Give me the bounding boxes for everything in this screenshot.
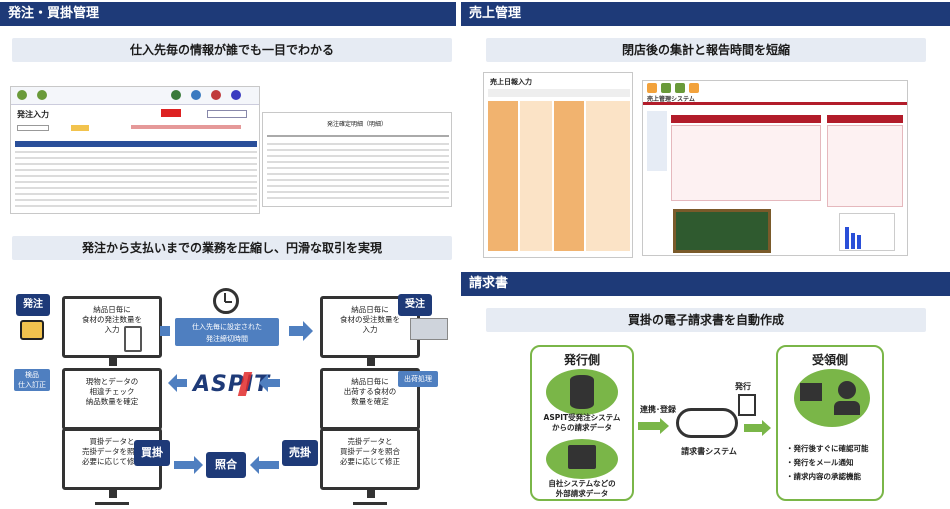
issuer-box: 発行側 ASPIT受発注システム からの請求データ 自社システムなどの 外部請求… bbox=[530, 345, 634, 501]
subheading-supplier-info: 仕入先毎の情報が誰でも一目でわかる bbox=[12, 38, 452, 62]
restaurant-icon bbox=[20, 320, 44, 340]
order-detail-title: 発注確定明細（明細） bbox=[326, 121, 387, 128]
monitor-order-input: 納品日毎に 食材の発注数量を 入力 bbox=[62, 296, 162, 366]
cutoff-time-box: 仕入先毎に設定された 発注締切時間 bbox=[175, 318, 279, 346]
issuer-server-caption: 自社システムなどの 外部請求データ bbox=[548, 479, 616, 498]
subheading-workflow: 発注から支払いまでの業務を圧縮し、円滑な取引を実現 bbox=[12, 236, 452, 260]
invoice-system-label: 請求書システム bbox=[681, 447, 737, 456]
factory-icon bbox=[410, 318, 448, 340]
section-header-ordering: 発注・買掛管理 bbox=[0, 2, 456, 26]
order-entry-title: 発注入力 bbox=[17, 110, 49, 119]
receive-badge: 受注 bbox=[398, 294, 432, 316]
menu-icon bbox=[37, 90, 47, 100]
sales-system-screenshot: 売上管理システム bbox=[642, 80, 908, 256]
receiver-title: 受領側 bbox=[811, 353, 848, 367]
database-icon bbox=[570, 375, 594, 409]
receiver-bullet-3: ・請求内容の承認機能 bbox=[786, 472, 861, 481]
receiver-box: 受領側 ・発行後すぐに確認可能 ・発行をメール通知 ・請求内容の承認機能 bbox=[776, 345, 884, 501]
server-icon bbox=[568, 445, 596, 469]
ship-label: 出荷処理 bbox=[398, 371, 438, 387]
aspit-logo: ASPIT bbox=[193, 372, 271, 397]
issue-label: 発行 bbox=[735, 382, 751, 391]
link-register-label: 連携･登録 bbox=[640, 405, 676, 414]
receiver-bullet-2: ・発行をメール通知 bbox=[786, 458, 854, 467]
receivable-badge: 売掛 bbox=[282, 440, 318, 466]
subheading-sales: 閉店後の集計と報告時間を短縮 bbox=[486, 38, 926, 62]
tablet-icon bbox=[124, 326, 142, 352]
inspect-label: 検品 仕入訂正 bbox=[14, 369, 50, 391]
order-detail-screenshot: 発注確定明細（明細） bbox=[262, 112, 452, 207]
computer-icon bbox=[800, 383, 822, 401]
document-icon bbox=[738, 394, 756, 416]
sales-system-title: 売上管理システム bbox=[647, 96, 695, 103]
person-icon bbox=[838, 381, 856, 399]
issuer-db-caption: ASPIT受発注システム からの請求データ bbox=[543, 413, 621, 432]
chalkboard-image bbox=[673, 209, 771, 253]
sales-daily-title: 売上日報入力 bbox=[490, 78, 532, 86]
payable-badge: 買掛 bbox=[134, 440, 170, 466]
match-badge: 照合 bbox=[206, 452, 246, 478]
receiver-bullet-1: ・発行後すぐに確認可能 bbox=[786, 444, 869, 453]
order-badge: 発注 bbox=[16, 294, 50, 316]
section-header-invoice: 請求書 bbox=[461, 272, 950, 296]
order-entry-screenshot: 発注入力 bbox=[10, 86, 260, 214]
monitor-receivable: 売掛データと 買掛データを照合 必要に応じて修正 bbox=[320, 428, 420, 498]
cloud-icon bbox=[676, 408, 738, 438]
subheading-invoice: 買掛の電子請求書を自動作成 bbox=[486, 308, 926, 332]
section-header-sales: 売上管理 bbox=[461, 2, 950, 26]
monitor-inspect: 現物とデータの 相違チェック 納品数量を確定 bbox=[62, 368, 162, 438]
sales-daily-screenshot: 売上日報入力 bbox=[483, 72, 633, 258]
home-icon bbox=[17, 90, 27, 100]
issuer-title: 発行側 bbox=[563, 353, 600, 367]
clock-icon bbox=[213, 288, 239, 314]
